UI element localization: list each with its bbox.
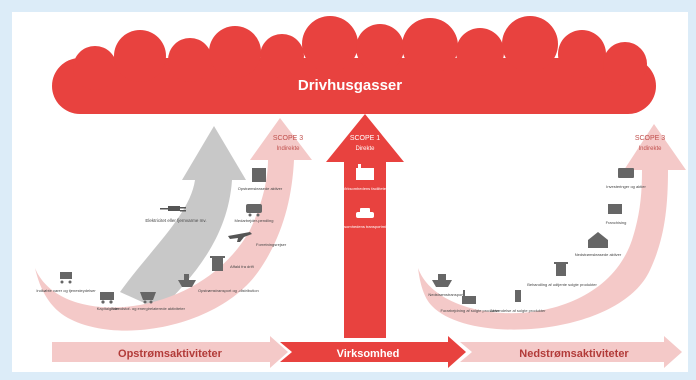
scope1-title: SCOPE 1: [350, 135, 380, 142]
warehouse-icon: [588, 232, 608, 248]
downstream-item-3: Behandling af udtjente solgte produkter: [527, 282, 597, 287]
downstream-item-0: Nedstrømstransport: [428, 292, 464, 297]
factory-icon: [356, 164, 374, 180]
trash-bin-icon: [210, 256, 225, 271]
upstream-item-2: Brændstof- og energirelaterede aktivitet…: [111, 306, 185, 311]
downstream-label: Nedstrømsaktiviteter: [519, 348, 629, 360]
car-icon: [356, 208, 374, 218]
ship-icon: [178, 274, 196, 287]
money-icon: [618, 168, 634, 178]
upstream-item-0: Indkøbte varer og tjenesteydelser: [36, 288, 96, 293]
scope2-subtitle: Indirekte: [234, 146, 258, 152]
plug-icon: [160, 206, 186, 212]
spray-can-icon: [515, 290, 521, 302]
upstream-item-7: Opstrømsleasede aktiver: [238, 186, 283, 191]
greenhouse-cloud: [52, 16, 656, 114]
downstream-item-6: Investeringer og aktier: [606, 184, 646, 189]
factory-small-icon: [462, 290, 476, 304]
cargo-ship-icon: [432, 274, 452, 287]
truck-icon: [100, 292, 114, 304]
scope3-up-title: SCOPE 3: [273, 135, 303, 142]
downstream-item-2: Anvendelse af solgte produkter: [490, 308, 546, 313]
recycle-bin-icon: [554, 262, 568, 276]
scope2-title: SCOPE 2: [231, 135, 261, 142]
shopping-cart-icon: [60, 272, 72, 284]
scope3-down-subtitle: Indirekte: [638, 146, 662, 152]
coal-cart-icon: [140, 292, 156, 304]
scope1-item-1: Virksomhedens transportmidler: [337, 224, 393, 229]
upstream-item-4: Affald fra drift: [230, 264, 255, 269]
scope3-up-subtitle: Indirekte: [276, 146, 300, 152]
upstream-item-5: Forretningsrejser: [256, 242, 287, 247]
shop-icon: [608, 204, 622, 214]
downstream-bar: [460, 336, 682, 368]
bus-icon: [246, 204, 262, 217]
building-icon: [252, 168, 266, 182]
scope3-upstream-arrow: [35, 118, 312, 331]
company-label: Virksomhed: [337, 348, 400, 360]
downstream-item-5: Franchising: [606, 220, 627, 225]
scope2-item: Elektricitet eller fjernvarme mv.: [145, 218, 206, 223]
upstream-item-1: Kapitalgoder: [97, 306, 120, 311]
scope3-down-title: SCOPE 3: [635, 135, 665, 142]
scope1-subtitle: Direkte: [355, 146, 375, 152]
scope2-arrow: [120, 126, 246, 310]
airplane-icon: [228, 232, 252, 242]
scope3-downstream-arrow: [418, 124, 686, 330]
upstream-item-6: Medarbejder-pendling: [235, 218, 274, 223]
upstream-bar: [52, 336, 288, 368]
company-bar: [280, 336, 466, 368]
scope1-arrow: [326, 114, 404, 338]
upstream-label: Opstrømsaktiviteter: [118, 348, 223, 360]
downstream-item-1: Forarbejdning af solgte produkter: [441, 308, 501, 313]
scope1-item-0: Virksomhedens faciliteter: [343, 186, 388, 191]
downstream-item-4: Nedstrømsleasede aktiver: [575, 252, 622, 257]
upstream-item-3: Opstrømstransport og -distribution: [198, 288, 259, 293]
cloud-title: Drivhusgasser: [298, 77, 402, 94]
